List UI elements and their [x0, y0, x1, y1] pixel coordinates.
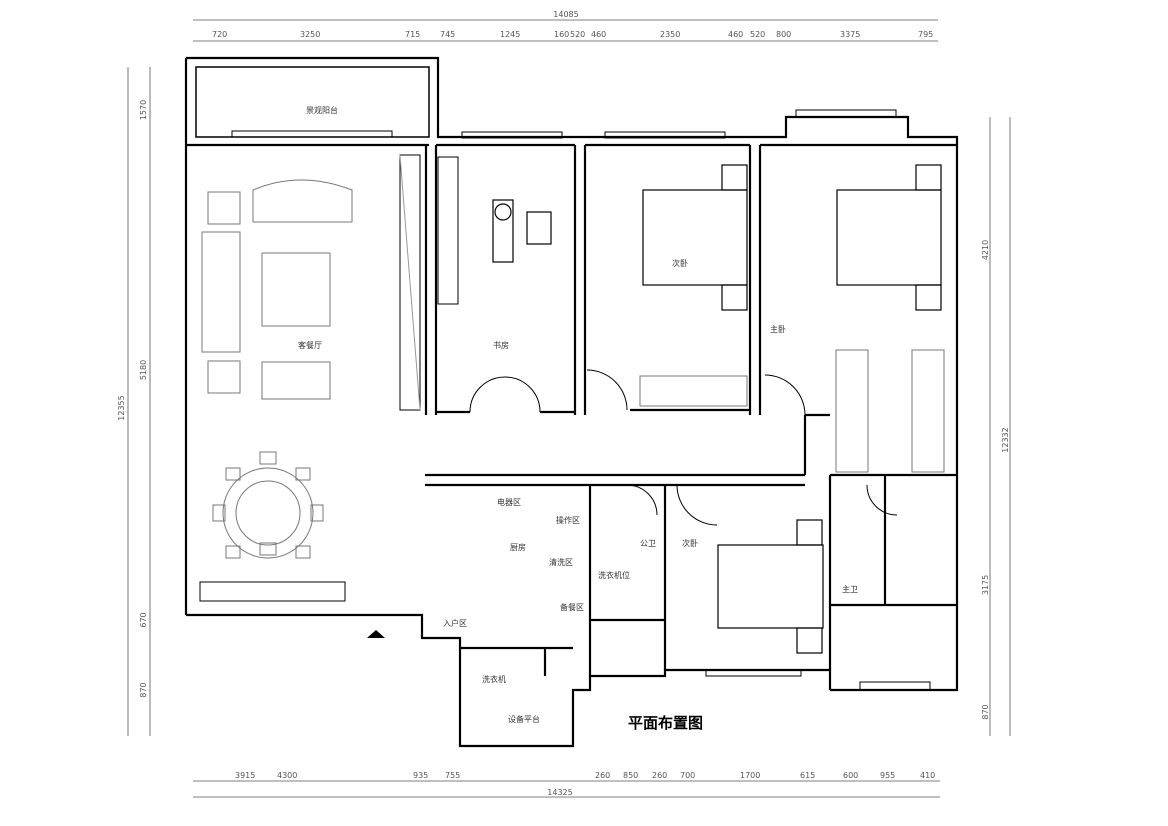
- dim-top-10: 460: [728, 30, 743, 39]
- dim-bottom-6: 850: [623, 771, 638, 780]
- dim-top-12: 800: [776, 30, 791, 39]
- dim-top-2: 3250: [300, 30, 320, 39]
- doors: [469, 369, 898, 526]
- room-bedroom1: 次卧: [672, 258, 688, 268]
- dim-bottom-12: 955: [880, 771, 895, 780]
- label-wash: 清洗区: [549, 557, 573, 567]
- dim-top-1: 720: [212, 30, 227, 39]
- dim-top-11: 520: [750, 30, 765, 39]
- dim-top-13: 3375: [840, 30, 860, 39]
- dim-bottom-10: 615: [800, 771, 815, 780]
- dim-top-7: 520: [570, 30, 585, 39]
- dim-bottom-2: 4300: [277, 771, 297, 780]
- room-living: 客餐厅: [298, 340, 322, 350]
- label-washbasin: 洗衣机位: [598, 570, 630, 580]
- dim-right-2: 12332: [1001, 427, 1010, 452]
- dim-left-4: 670: [139, 612, 148, 627]
- room-kitchen: 厨房: [510, 542, 526, 552]
- dimension-lines: [127, 19, 1011, 798]
- beds: [642, 164, 942, 654]
- dim-left-3: 12355: [117, 395, 126, 420]
- label-laundry: 洗衣机: [482, 674, 506, 684]
- dim-right-4: 870: [981, 704, 990, 719]
- dim-bottom-segments: 3915 4300 935 755 260 850 260 700 1700 6…: [235, 771, 935, 780]
- dim-bottom-1: 3915: [235, 771, 255, 780]
- dim-top-total: 14085: [553, 10, 578, 19]
- dining-chairs: [212, 451, 324, 559]
- dim-bottom-9: 1700: [740, 771, 760, 780]
- dim-left-5: 870: [139, 682, 148, 697]
- label-prep: 备餐区: [560, 602, 584, 612]
- dim-top-4: 745: [440, 30, 455, 39]
- dim-bottom-total: 14325: [547, 788, 572, 797]
- dim-top-3: 715: [405, 30, 420, 39]
- dim-left-1: 1570: [139, 100, 148, 120]
- label-fridge: 入户区: [443, 618, 467, 628]
- dim-top-5: 1245: [500, 30, 520, 39]
- dim-bottom-5: 260: [595, 771, 610, 780]
- dim-top-8: 460: [591, 30, 606, 39]
- drawing-title: 平面布置图: [628, 714, 703, 732]
- dim-right-3: 3175: [981, 575, 990, 595]
- room-balcony: 景观阳台: [306, 105, 338, 115]
- walls: [184, 56, 959, 748]
- label-cooking: 操作区: [556, 515, 580, 525]
- windows: [199, 109, 931, 691]
- dim-right-1: 4210: [981, 240, 990, 260]
- dim-top-6: 160: [554, 30, 569, 39]
- dim-left-2: 5180: [139, 360, 148, 380]
- dim-bottom-3: 935: [413, 771, 428, 780]
- dim-top-segments: 720 3250 715 745 1245 160 520 460 2350 4…: [212, 30, 933, 39]
- study-furniture: [492, 199, 552, 263]
- room-bath-public: 公卫: [640, 539, 656, 548]
- dim-top-14: 795: [918, 30, 933, 39]
- entry-arrow-icon: [367, 630, 385, 638]
- wardrobes: [639, 349, 945, 473]
- room-bedroom3: 次卧: [682, 538, 698, 548]
- room-bath-master: 主卫: [842, 584, 858, 594]
- dim-bottom-13: 410: [920, 771, 935, 780]
- label-utility: 设备平台: [508, 714, 540, 724]
- dim-top-9: 2350: [660, 30, 680, 39]
- dim-bottom-4: 755: [445, 771, 460, 780]
- dim-bottom-7: 260: [652, 771, 667, 780]
- dim-bottom-8: 700: [680, 771, 695, 780]
- room-study: 书房: [493, 340, 509, 350]
- dim-bottom-11: 600: [843, 771, 858, 780]
- room-bedroom2: 主卧: [770, 324, 786, 334]
- label-corridor: 电器区: [497, 497, 521, 507]
- living-furniture: [201, 179, 353, 559]
